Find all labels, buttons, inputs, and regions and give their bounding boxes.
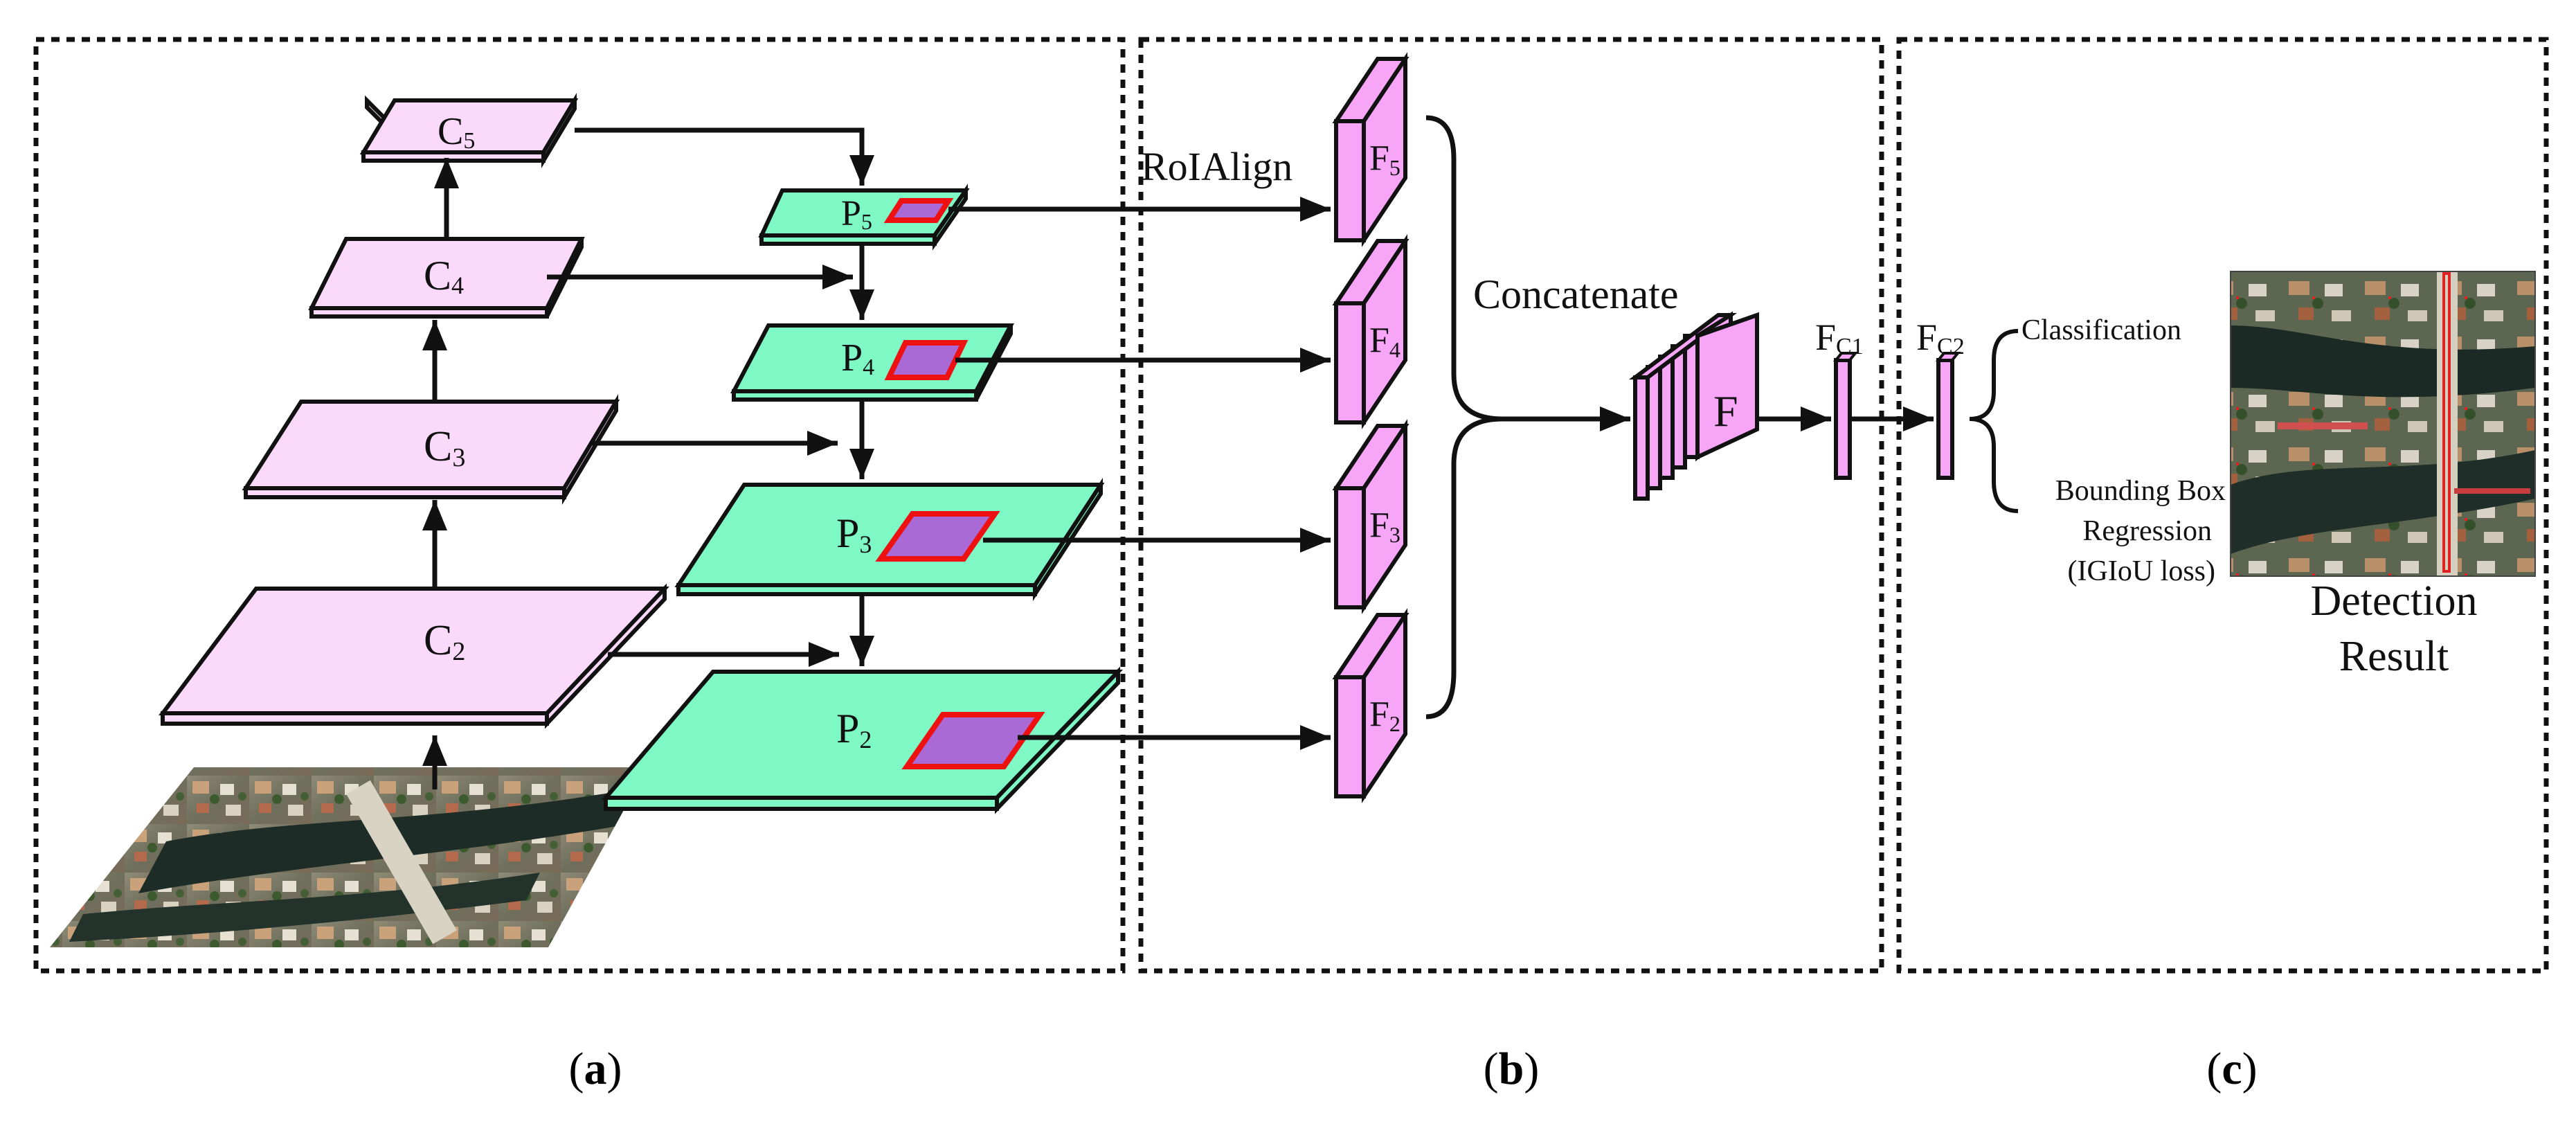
- p2-layer: [601, 666, 1124, 814]
- fc1-label: FC1: [1815, 316, 1864, 359]
- p5-label: P5: [841, 194, 872, 234]
- p4-label: P4: [841, 337, 874, 380]
- bbox-label-line3: (IGIoU loss): [2068, 555, 2215, 587]
- head-brace: [1969, 329, 2019, 513]
- p2-roi: [901, 712, 1045, 769]
- roialign-label: RoIAlign: [1141, 144, 1292, 189]
- c3-layer: [242, 394, 620, 505]
- p3-roi: [875, 511, 1000, 562]
- c2-layer: [159, 583, 669, 729]
- fc2-bar: [1935, 352, 1961, 480]
- p4-roi: [884, 340, 969, 380]
- input-aerial-image: [50, 767, 647, 947]
- caption-a: (a): [569, 1044, 622, 1094]
- c5-layer: [359, 93, 579, 168]
- p5-layer: [758, 184, 970, 251]
- f2-label: F2: [1369, 695, 1400, 736]
- bbox-label-line2: Regression: [2082, 515, 2212, 547]
- classification-label: Classification: [2021, 314, 2181, 346]
- f2-box: [1332, 608, 1409, 803]
- detection-result-image: [2231, 271, 2535, 576]
- p4-layer: [730, 323, 1014, 402]
- f3-box: [1332, 419, 1409, 614]
- arrows: [422, 127, 1934, 789]
- c2-label: C2: [424, 617, 465, 666]
- p3-layer: [674, 477, 1105, 602]
- detection-label-line1: Detection: [2310, 578, 2477, 625]
- caption-b: (b): [1484, 1044, 1540, 1094]
- c5-label: C5: [438, 110, 475, 154]
- panel-c: [1896, 37, 2549, 974]
- p2-label: P2: [836, 706, 872, 753]
- f5-label: F5: [1369, 138, 1400, 180]
- panel-a: [33, 37, 1126, 974]
- panel-b: [1138, 37, 1884, 974]
- f-stack: [1629, 311, 1759, 501]
- f5-box: [1332, 52, 1409, 247]
- f3-label: F3: [1369, 506, 1400, 547]
- f-label: F: [1713, 386, 1738, 436]
- bbox-label-line1: Bounding Box: [2055, 475, 2226, 507]
- fc1-bar: [1832, 352, 1859, 480]
- detection-label-line2: Result: [2339, 633, 2449, 680]
- p5-roi: [883, 198, 954, 223]
- c4-label: C4: [424, 253, 464, 299]
- c3-label: C3: [424, 423, 465, 472]
- f4-box: [1332, 234, 1409, 429]
- c4-layer: [308, 237, 585, 319]
- concatenate-label: Concatenate: [1473, 271, 1679, 317]
- fc2-label: FC2: [1916, 316, 1965, 359]
- f4-label: F4: [1369, 321, 1400, 362]
- caption-c: (c): [2206, 1044, 2257, 1094]
- p3-label: P3: [836, 510, 872, 558]
- concatenate-brace: [1425, 115, 1503, 720]
